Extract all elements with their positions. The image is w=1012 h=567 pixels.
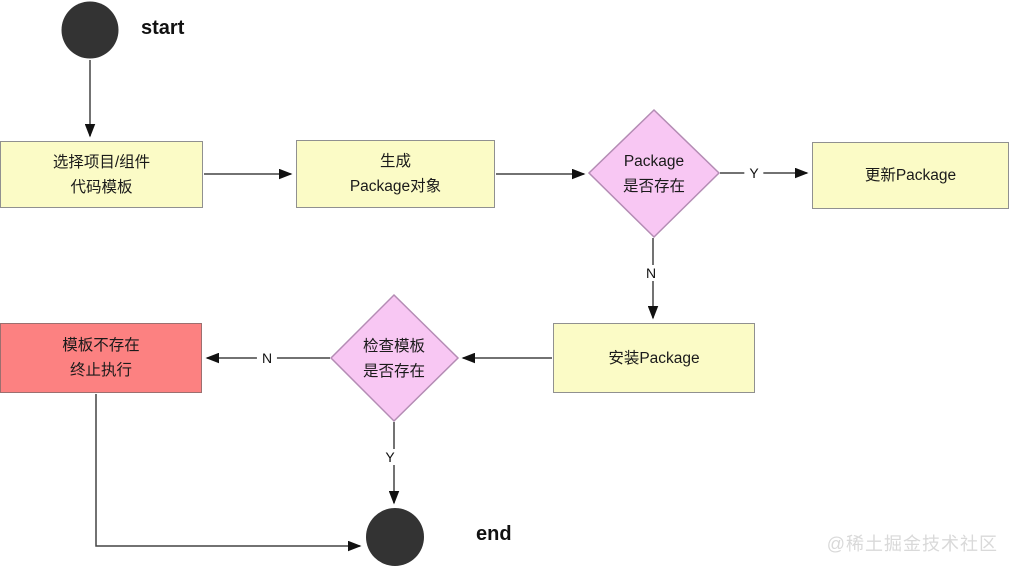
start-label: start [141,17,185,39]
process-select-template: 选择项目/组件 代码模板 [0,141,203,208]
edge-label-check-template-no: N [256,350,278,366]
edge-template-missing-to-end [95,394,362,552]
process-install-package-label: 安装Package [608,349,700,367]
end-label: end [476,523,512,545]
decision-check-template [329,293,460,423]
edge-label-check-template-yes: Y [380,449,400,465]
process-install-package: 安装Package [553,323,755,393]
edge-label-package-exists-no: N [640,265,662,281]
process-select-template-line2: 代码模板 [70,178,133,196]
process-generate-package-line1: 生成 [379,153,411,170]
end-terminal-circle [366,508,424,566]
process-template-missing-line2: 终止执行 [69,362,132,379]
process-generate-package: 生成 Package对象 [296,140,495,208]
process-update-package-label: 更新Package [864,167,957,184]
process-template-missing-line1: 模板不存在 [62,337,140,354]
process-generate-package-line2: Package对象 [349,178,442,195]
watermark-text: @稀土掘金技术社区 [826,534,998,554]
process-template-missing: 模板不存在 终止执行 [0,323,202,393]
process-select-template-line1: 选择项目/组件 [52,153,151,171]
decision-package-exists [587,108,721,239]
process-update-package: 更新Package [812,142,1009,209]
start-terminal-circle [61,1,119,59]
edge-label-package-exists-yes: Y [744,165,764,181]
